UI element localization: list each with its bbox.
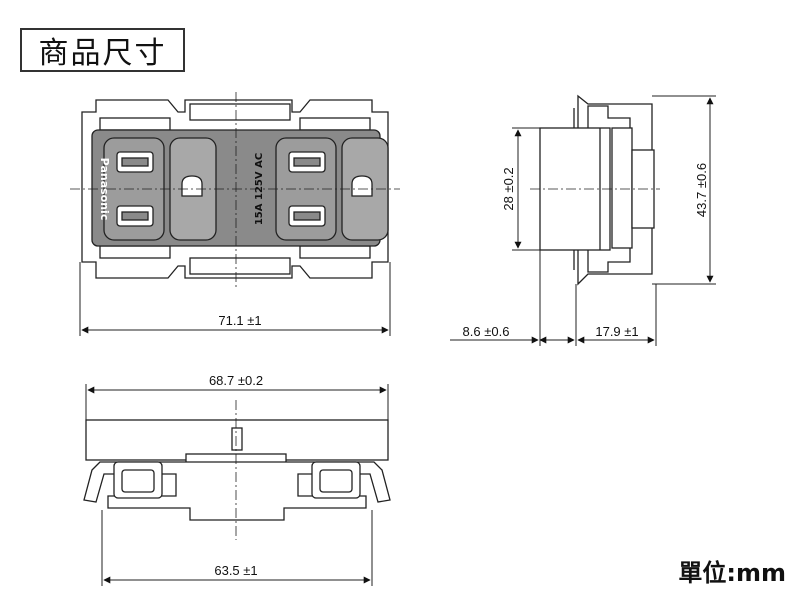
rating-label: 15A 125V AC: [254, 153, 265, 225]
bottom-width-label: 63.5 ±1: [214, 563, 257, 578]
unit-label: 單位:mm: [678, 559, 786, 587]
bottom-view: [83, 400, 391, 540]
bottom-dimensions: [85, 384, 389, 586]
side-view: [530, 94, 660, 286]
side-front-depth-label: 8.6 ±0.6: [463, 324, 510, 339]
side-total-height-label: 43.7 ±0.6: [694, 163, 709, 217]
side-back-depth-label: 17.9 ±1: [595, 324, 638, 339]
brand-label: Panasonic: [98, 158, 111, 221]
front-view: [70, 92, 400, 290]
side-dimensions: [450, 95, 716, 346]
front-width-dimension: [79, 262, 391, 336]
bottom-top-width-label: 68.7 ±0.2: [209, 373, 263, 388]
page-title: 商品尺寸: [20, 28, 185, 72]
front-width-label: 71.1 ±1: [218, 313, 261, 328]
side-body-height-label: 28 ±0.2: [501, 167, 516, 210]
